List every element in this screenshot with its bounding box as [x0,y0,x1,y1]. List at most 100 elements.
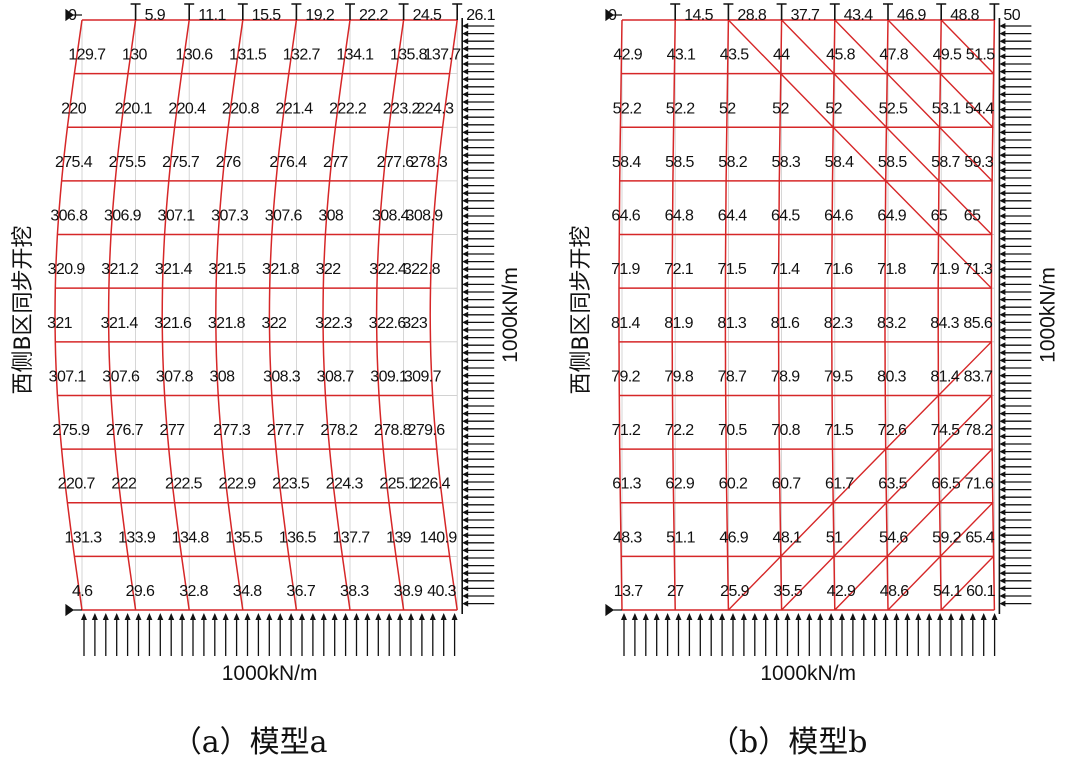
displacement-value: 42.9 [827,583,856,600]
displacement-value: 48.8 [950,7,979,24]
brace-diagonal [834,19,888,75]
displacement-value: 0 [608,7,617,24]
displacement-value: 278.8 [374,422,412,439]
arrowhead-icon [999,319,1006,326]
displacement-value: 309.1 [370,368,408,385]
arrowhead-icon [730,613,736,620]
displacement-value: 306.9 [104,208,142,225]
support-icon [398,3,409,20]
arrowhead-icon [266,613,273,620]
arrowhead-icon [331,613,338,620]
arrowhead-icon [999,555,1006,561]
arrowhead-icon [81,613,87,620]
brace-diagonal [887,555,941,611]
arrowhead-icon [999,456,1006,463]
displacement-value: 222.2 [329,100,367,117]
arrowhead-icon [462,167,469,174]
displacement-value: 66.5 [931,476,960,493]
arrowhead-icon [91,613,98,620]
frame-column [777,19,783,611]
displacement-value: 26.1 [466,7,495,24]
displacement-value: 79.8 [664,368,693,385]
arrowhead-icon [353,613,360,620]
displacement-value: 72.2 [665,422,694,439]
arrowhead-icon [462,501,469,508]
displacement-value: 278.3 [410,154,448,171]
arrowhead-icon [462,562,469,569]
displacement-value: 4.6 [72,583,93,600]
displacement-value: 81.4 [611,315,640,332]
arrowhead-icon [999,228,1006,235]
arrowhead-icon [462,258,469,265]
arrowhead-icon [999,577,1006,584]
displacement-value: 36.7 [286,583,315,600]
arrowhead-icon [462,479,469,485]
brace-diagonal [887,19,941,75]
displacement-value: 322 [316,261,342,278]
displacement-value: 46.9 [719,529,748,546]
arrowhead-icon [871,613,878,620]
displacement-value: 45.8 [826,47,855,64]
arrowhead-icon [462,456,469,463]
arrowhead-icon [462,83,469,90]
displacement-value: 137.7 [332,529,370,546]
brace-diagonal [834,555,888,611]
arrowhead-icon [999,304,1006,311]
arrowhead-icon [675,613,682,620]
arrowhead-icon [462,106,469,113]
displacement-value: 222.9 [219,476,257,493]
arrowhead-icon [999,501,1006,508]
arrowhead-icon [462,380,469,387]
arrowhead-icon [999,167,1006,174]
arrowhead-icon [462,152,469,159]
arrowhead-icon [999,311,1006,318]
displacement-value: 58.4 [825,154,854,171]
arrowhead-icon [462,38,469,45]
displacement-value: 308.9 [406,208,444,225]
brace-diagonal [781,19,835,75]
displacement-value: 307.8 [156,368,194,385]
arrowhead-icon [462,220,469,227]
displacement-value: 58.4 [612,154,641,171]
arrowhead-icon [462,577,469,584]
arrowhead-icon [999,471,1006,478]
arrowhead-icon [762,613,769,620]
arrowhead-icon [999,243,1006,250]
displacement-value: 51 [826,529,843,546]
arrowhead-icon [969,613,976,620]
displacement-value: 78.7 [718,368,747,385]
displacement-value: 70.8 [771,422,800,439]
bottom-load-label: 1000kN/m [222,662,318,685]
arrowhead-icon [999,600,1006,607]
displacement-value: 81.9 [664,315,693,332]
arrowhead-icon [664,613,671,620]
displacement-value: 32.8 [179,583,208,600]
arrowhead-icon [719,613,726,620]
displacement-value: 44 [773,47,790,64]
arrowhead-icon [708,613,715,620]
arrowhead-icon [462,91,469,98]
arrowhead-icon [397,613,404,620]
arrowhead-icon [999,45,1006,52]
arrowhead-icon [462,342,469,349]
support-icon [291,3,302,20]
arrowhead-icon [309,613,316,620]
arrowhead-icon [999,425,1006,432]
displacement-value: 83.2 [877,315,906,332]
arrowhead-icon [440,613,447,620]
displacement-value: 65.4 [965,529,994,546]
displacement-value: 14.5 [684,7,713,24]
displacement-value: 54.6 [879,529,908,546]
arrowhead-icon [784,613,791,620]
arrowhead-icon [462,144,469,151]
support-icon [776,3,787,20]
displacement-value: 131.5 [229,47,267,64]
displacement-value: 71.4 [771,261,800,278]
frame-column [618,19,623,611]
arrowhead-icon [999,213,1006,219]
displacement-value: 225.1 [379,476,417,493]
arrowhead-icon [999,562,1006,569]
arrowhead-icon [999,509,1006,516]
displacement-value: 72.6 [878,422,907,439]
arrowhead-icon [631,613,638,620]
